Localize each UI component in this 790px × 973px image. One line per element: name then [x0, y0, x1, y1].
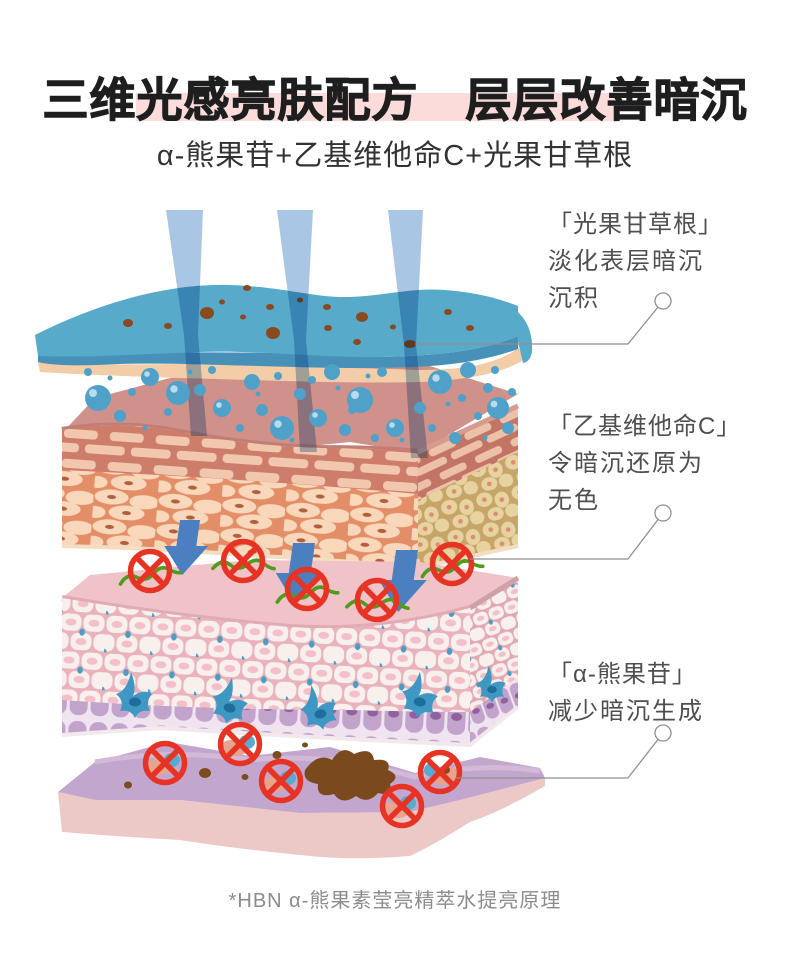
stratum-front-face-bricks — [62, 425, 418, 494]
annotation-line: 减少暗沉生成 — [548, 698, 704, 725]
basal-right-purple-row — [470, 677, 518, 745]
light-beam — [277, 210, 317, 452]
light-beam — [166, 210, 207, 436]
skin-surface-layer — [35, 284, 533, 383]
annotation-licorice-root: 「光果甘草根」 淡化表层暗沉 沉积 — [548, 206, 786, 317]
leader-line — [470, 512, 664, 560]
stratum-right-face-bricks — [418, 406, 518, 500]
annotation-line: 无色 — [548, 487, 600, 514]
leader-line — [415, 300, 664, 345]
annotation-ethyl-vitamin-c: 「乙基维他命C」 令暗沉还原为 无色 — [548, 408, 786, 519]
footnote: *HBN α-熊果素莹亮精萃水提亮原理 — [228, 890, 562, 912]
prohibition-marks-bottom — [144, 725, 461, 826]
stratum-corneum-block — [61, 365, 520, 571]
annotation-heading: 「α-熊果苷」 — [548, 661, 697, 688]
page-subtitle: α-熊果苷+乙基维他命C+光果甘草根 — [156, 140, 634, 172]
bubble-highlights — [89, 371, 498, 428]
leader-marker-circle — [654, 292, 672, 310]
basal-right-top-edge — [468, 575, 520, 611]
dermis-front-face — [58, 778, 545, 859]
title-highlight-band — [136, 93, 620, 121]
leader-lines — [415, 292, 672, 779]
light-beams — [166, 210, 428, 458]
surface-right-curl — [505, 303, 533, 363]
arrow-down-icon — [164, 520, 209, 575]
surface-underside-blue — [38, 336, 518, 368]
basal-front-purple-row — [62, 700, 470, 745]
annotation-line: 淡化表层暗沉 — [548, 248, 704, 275]
annotation-alpha-arbutin: 「α-熊果苷」 减少暗沉生成 — [548, 656, 786, 730]
leader-marker-circle — [654, 724, 672, 742]
bubble-particles — [84, 362, 516, 444]
basal-bottom-edge — [61, 705, 520, 748]
dermis-base-layer — [58, 742, 545, 859]
page-title: 三维光感亮肤配方 层层改善暗沉 — [42, 73, 748, 126]
light-beam — [388, 210, 428, 458]
leader-line — [455, 732, 664, 779]
annotation-heading: 「光果甘草根」 — [548, 211, 723, 238]
annotation-line: 沉积 — [548, 285, 600, 312]
annotation-heading: 「乙基维他命C」 — [548, 413, 742, 440]
annotation-line: 令暗沉还原为 — [548, 450, 704, 477]
melanocyte-brown-blob — [304, 750, 396, 801]
surface-blue-top — [35, 284, 518, 358]
arrow-down-icon — [378, 550, 427, 612]
leader-marker-circle — [654, 504, 672, 522]
